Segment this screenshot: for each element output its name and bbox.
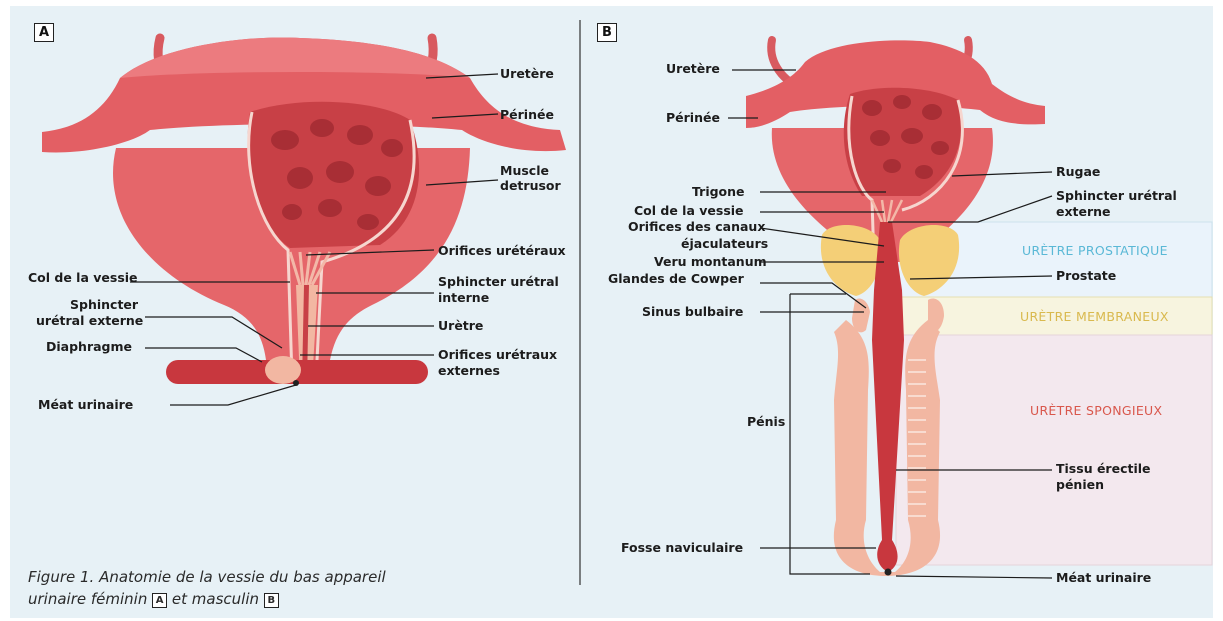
label-b-orifices-canaux-1: Orifices des canaux: [628, 219, 765, 234]
panel-b-tag: B: [597, 23, 617, 42]
caption-tag-a: A: [152, 593, 167, 608]
label-a-orifices-ureteraux: Orifices urétéraux: [438, 243, 566, 258]
label-a-perinee: Périnée: [500, 107, 554, 122]
label-a-uretere: Uretère: [500, 66, 554, 81]
caption-tag-b: B: [264, 593, 279, 608]
caption-feminin: urinaire féminin: [28, 590, 147, 608]
region-prostatique: URÈTRE PROSTATIQUE: [1022, 243, 1168, 258]
label-a-sphincter-externe-1: Sphincter: [70, 297, 138, 312]
label-b-sphincter-externe-1: Sphincter urétral: [1056, 188, 1177, 203]
label-b-rugae: Rugae: [1056, 164, 1100, 179]
region-membraneux: URÈTRE MEMBRANEUX: [1020, 309, 1169, 324]
label-b-penis: Pénis: [747, 414, 785, 429]
label-b-trigone: Trigone: [692, 184, 745, 199]
figure-caption: Figure 1. Anatomie de la vessie du bas a…: [28, 566, 386, 610]
label-b-glandes: Glandes de Cowper: [608, 271, 744, 286]
caption-line-1: Figure 1. Anatomie de la vessie du bas a…: [28, 566, 386, 588]
caption-line-2: urinaire féminin A et masculin B: [28, 588, 386, 610]
caption-masculin: et masculin: [172, 590, 259, 608]
label-b-fosse: Fosse naviculaire: [621, 540, 743, 555]
label-b-perinee: Périnée: [666, 110, 720, 125]
panel-a-tag: A: [34, 23, 54, 42]
label-b-tissu-1: Tissu érectile: [1056, 461, 1151, 476]
label-a-sphincter-interne-2: interne: [438, 290, 489, 305]
region-spongieux: URÈTRE SPONGIEUX: [1030, 403, 1162, 418]
label-b-prostate: Prostate: [1056, 268, 1116, 283]
label-a-diaphragme: Diaphragme: [46, 339, 132, 354]
label-b-tissu-2: pénien: [1056, 477, 1104, 492]
label-b-sphincter-externe-2: externe: [1056, 204, 1111, 219]
label-b-orifices-canaux-2: éjaculateurs: [681, 236, 768, 251]
label-b-uretere: Uretère: [666, 61, 720, 76]
region-band-spongieux: [896, 335, 1212, 565]
label-a-orifices-externes-1: Orifices urétraux: [438, 347, 557, 362]
label-a-muscle-1: Muscle: [500, 163, 549, 178]
label-b-veru: Veru montanum: [654, 254, 767, 269]
label-a-meat: Méat urinaire: [38, 397, 133, 412]
label-b-col-vessie: Col de la vessie: [634, 203, 744, 218]
label-a-uretre: Urètre: [438, 318, 483, 333]
female-bladder-drawing: [42, 37, 566, 386]
label-b-meat: Méat urinaire: [1056, 570, 1151, 585]
label-b-sinus: Sinus bulbaire: [642, 304, 743, 319]
label-a-col-vessie: Col de la vessie: [28, 270, 138, 285]
label-a-sphincter-interne-1: Sphincter urétral: [438, 274, 559, 289]
label-a-muscle-2: detrusor: [500, 178, 561, 193]
label-a-orifices-externes-2: externes: [438, 363, 500, 378]
label-a-sphincter-externe-2: urétral externe: [36, 313, 143, 328]
